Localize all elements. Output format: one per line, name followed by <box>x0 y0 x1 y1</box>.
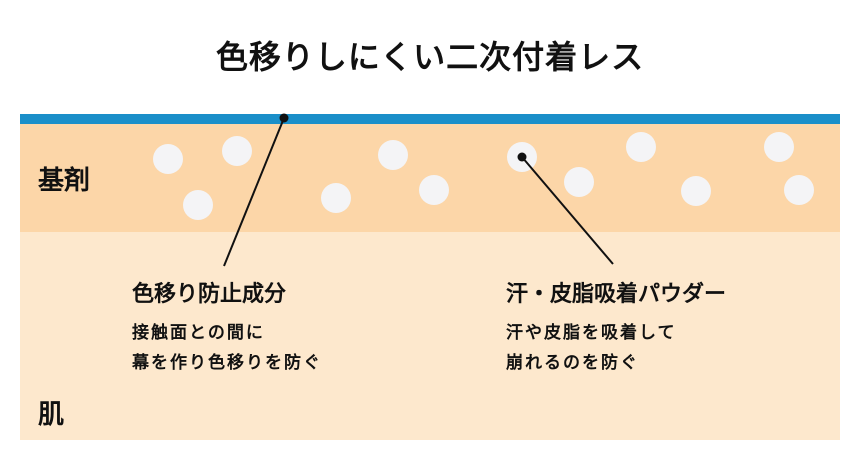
skin-layer <box>20 232 840 440</box>
callout-right-heading: 汗・皮脂吸着パウダー <box>506 282 727 307</box>
callout-left-heading: 色移り防止成分 <box>132 282 287 307</box>
desc-line: 汗や皮脂を吸着して <box>506 323 677 343</box>
callout-right-description: 汗や皮脂を吸着して 崩れるのを防ぐ <box>506 318 677 378</box>
powder-particle <box>378 140 408 170</box>
powder-particle <box>564 167 594 197</box>
desc-line: 接触面との間に <box>132 323 265 343</box>
powder-particle <box>222 136 252 166</box>
diagram-title: 色移りしにくい二次付着レス <box>215 38 645 76</box>
powder-particle <box>626 132 656 162</box>
powder-particle <box>784 175 814 205</box>
desc-line: 崩れるのを防ぐ <box>506 353 639 373</box>
powder-particle <box>419 175 449 205</box>
skin-layer-label: 肌 <box>38 400 65 430</box>
powder-particle <box>681 176 711 206</box>
pointer-left <box>223 113 289 267</box>
powder-particle <box>764 132 794 162</box>
powder-particle <box>321 183 351 213</box>
pointer-dot <box>517 152 527 162</box>
powder-particles <box>153 132 814 220</box>
powder-particle <box>183 190 213 220</box>
desc-line: 幕を作り色移りを防ぐ <box>132 353 322 373</box>
color-transfer-prevention-film <box>20 114 840 124</box>
pointer-dot <box>279 113 289 123</box>
base-layer-label: 基剤 <box>38 166 91 196</box>
powder-particle <box>153 144 183 174</box>
callout-left-description: 接触面との間に 幕を作り色移りを防ぐ <box>132 318 322 378</box>
pointer-right <box>517 152 614 265</box>
